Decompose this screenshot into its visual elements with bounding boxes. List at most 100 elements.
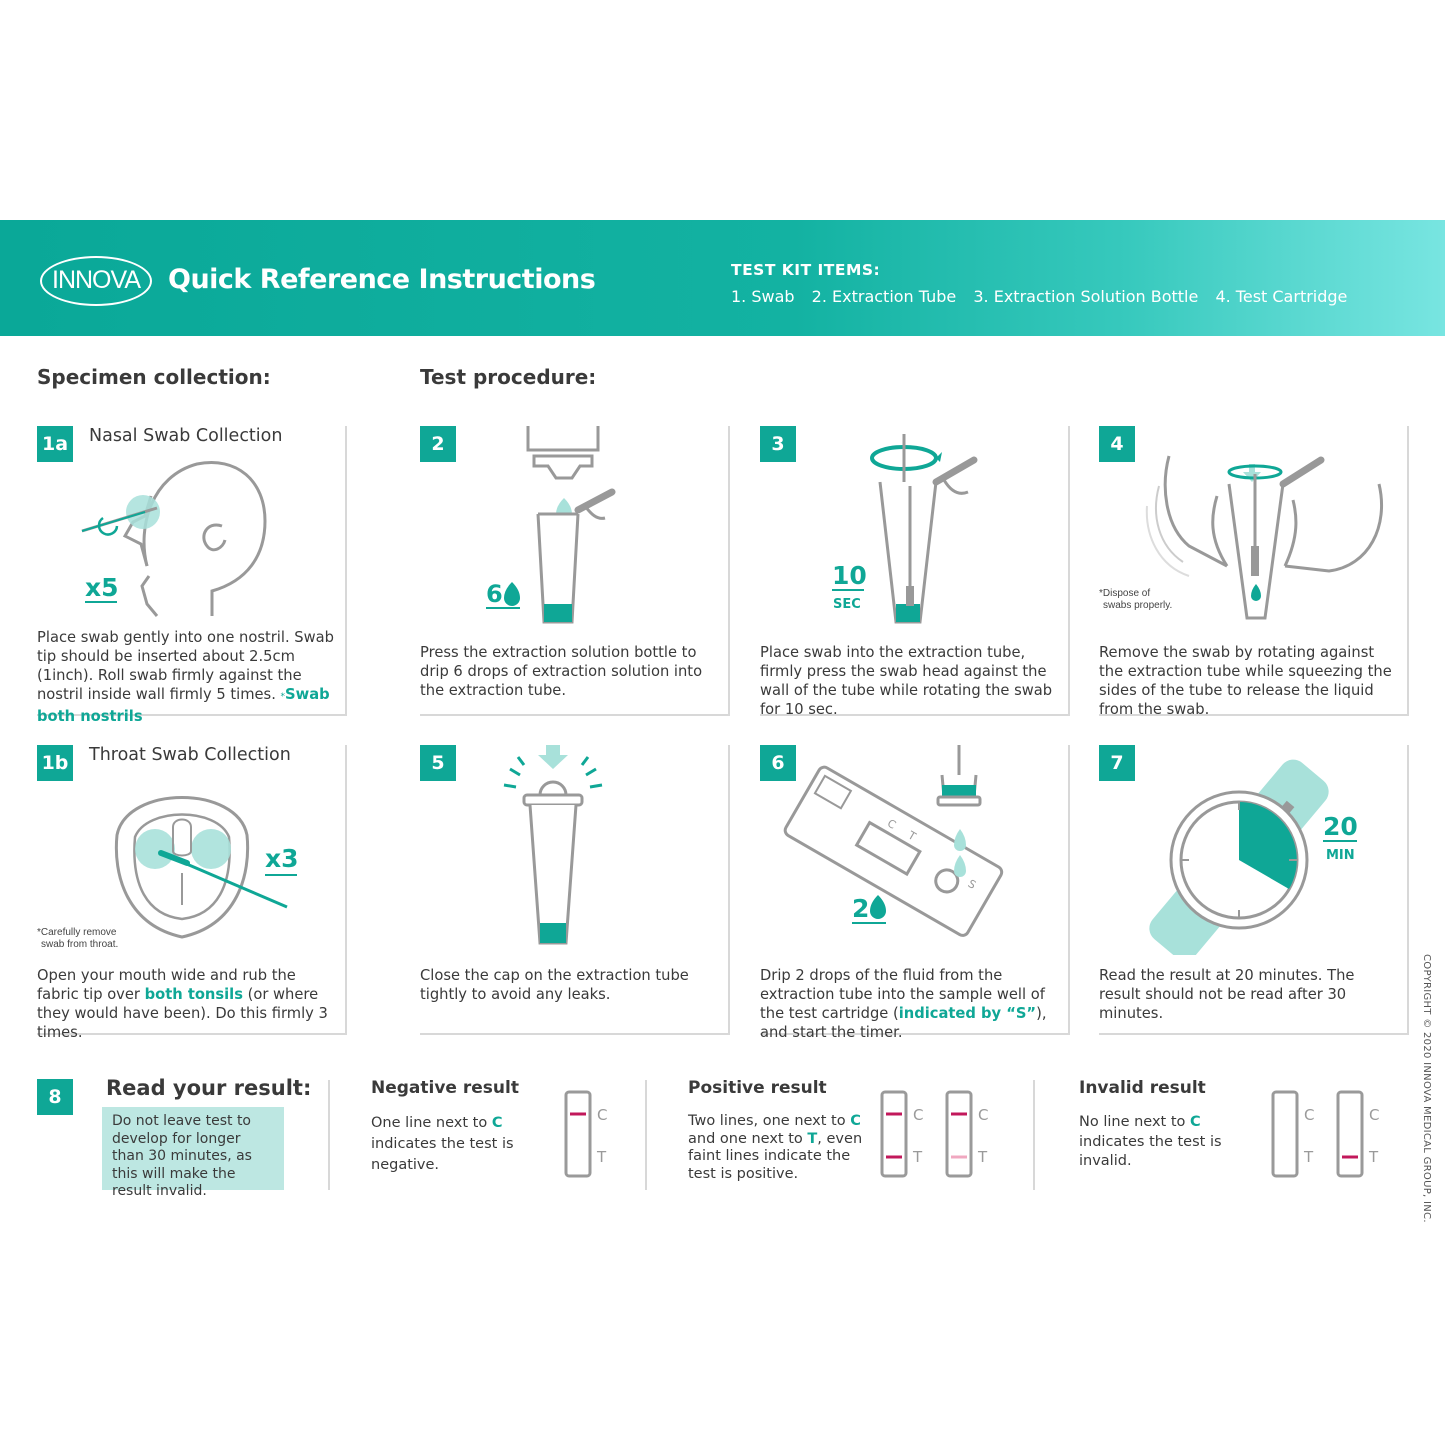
c-letter: C bbox=[1190, 1114, 1201, 1130]
step-description: Close the cap on the extraction tube tig… bbox=[420, 967, 689, 1003]
divider bbox=[645, 1080, 647, 1190]
positive-strip-faint: C T bbox=[945, 1090, 988, 1178]
step-description: Drip 2 drops of the fluid from the extra… bbox=[760, 966, 1060, 1042]
strip-c-label: C bbox=[978, 1106, 988, 1124]
strip-c-label: C bbox=[913, 1106, 923, 1124]
page-title: Quick Reference Instructions bbox=[168, 264, 596, 295]
timer-illustration: 20 MIN bbox=[1149, 759, 1358, 955]
step-highlight: indicated by “S” bbox=[898, 1005, 1037, 1022]
step-description: Remove the swab by rotating against the … bbox=[1099, 644, 1392, 718]
dropper-bottle-illustration: 6 bbox=[486, 426, 616, 624]
drop-icon bbox=[870, 895, 886, 919]
strip-c-label: C bbox=[1304, 1106, 1314, 1124]
result-text: indicates the test is invalid. bbox=[1079, 1133, 1222, 1170]
footnote-mark: * bbox=[280, 692, 286, 702]
test-cartridge-illustration: C T S 2 bbox=[783, 745, 1004, 937]
kit-item: 4. Test Cartridge bbox=[1215, 287, 1348, 306]
step-description: Press the extraction solution bottle to … bbox=[420, 644, 703, 699]
copyright-notice: COPYRIGHT © 2020 INNOVA MEDICAL GROUP, I… bbox=[1421, 954, 1432, 1223]
result-text: One line next to bbox=[371, 1115, 492, 1131]
strip-c-label: C bbox=[597, 1106, 607, 1124]
strip-t-label: T bbox=[1368, 1148, 1379, 1166]
warning-note: Do not leave test to develop for longer … bbox=[102, 1107, 284, 1199]
step-text: (or where they would have been). Do this… bbox=[37, 986, 328, 1041]
positive-heading: Positive result bbox=[688, 1078, 827, 1098]
step-4-card: 4 *Dispose of swabs properly. Remove the… bbox=[1099, 426, 1409, 718]
strip-t-label: T bbox=[596, 1148, 607, 1166]
step-badge: 3 bbox=[760, 426, 796, 462]
throat-note-line2: swab from throat. bbox=[41, 939, 118, 950]
count-label: x5 bbox=[85, 573, 119, 602]
kit-items-heading: TEST KIT ITEMS: bbox=[731, 261, 881, 279]
step-5-card: 5 Close the cap on the extraction tube t… bbox=[420, 745, 730, 1035]
positive-description: Two lines, one next to C and one next to… bbox=[688, 1113, 863, 1183]
procedure-heading: Test procedure: bbox=[420, 365, 597, 389]
dispose-note-line1: *Dispose of bbox=[1099, 588, 1150, 599]
cap-tube-illustration bbox=[503, 745, 603, 945]
invalid-strip-t-only: C T bbox=[1336, 1090, 1379, 1178]
throat-swab-illustration: x3 *Carefully remove swab from throat. bbox=[37, 796, 299, 950]
step-highlight: both tonsils bbox=[144, 986, 243, 1003]
result-text: indicates the test is negative. bbox=[371, 1136, 514, 1173]
result-text: , even faint lines indicate the test is … bbox=[688, 1130, 863, 1182]
step-badge: 4 bbox=[1099, 426, 1135, 462]
kit-item: 3. Extraction Solution Bottle bbox=[973, 287, 1199, 306]
kit-item: 1. Swab bbox=[731, 287, 795, 306]
c-letter: C bbox=[491, 1115, 503, 1131]
throat-note-line1: *Carefully remove bbox=[37, 927, 117, 938]
drop-count: 2 bbox=[852, 894, 869, 923]
invalid-description: No line next to C indicates the test is … bbox=[1079, 1113, 1229, 1172]
step-badge: 7 bbox=[1099, 745, 1135, 781]
dispose-note-line2: swabs properly. bbox=[1103, 600, 1172, 611]
invalid-strip-blank: C T bbox=[1271, 1090, 1314, 1178]
innova-logo: INNOVA bbox=[40, 256, 152, 306]
negative-heading: Negative result bbox=[371, 1078, 519, 1098]
time-unit: MIN bbox=[1326, 848, 1355, 863]
negative-description: One line next to C indicates the test is… bbox=[371, 1113, 521, 1176]
step-badge: 6 bbox=[760, 745, 796, 781]
step-6-card: 6 C T S 2 Drip 2 drops of the fluid from… bbox=[760, 745, 1070, 1041]
strip-t-label: T bbox=[912, 1148, 923, 1166]
specimen-heading: Specimen collection: bbox=[37, 365, 271, 389]
divider bbox=[1033, 1080, 1035, 1190]
divider bbox=[328, 1080, 330, 1190]
strip-c-label: C bbox=[1369, 1106, 1379, 1124]
invalid-heading: Invalid result bbox=[1079, 1078, 1206, 1098]
result-text: No line next to bbox=[1079, 1114, 1191, 1130]
time-unit: SEC bbox=[833, 597, 861, 612]
step-description: Open your mouth wide and rub the fabric … bbox=[37, 966, 337, 1042]
swab-removal-illustration: *Dispose of swabs properly. bbox=[1099, 455, 1384, 620]
step-1b-card: 1b Throat Swab Collection x3 *Carefully … bbox=[37, 745, 347, 1041]
step-description: Place swab into the extraction tube, fir… bbox=[760, 644, 1053, 718]
kit-items-list: 1. Swab 2. Extraction Tube 3. Extraction… bbox=[731, 287, 1359, 306]
step-1a-card: 1a Nasal Swab Collection x5 Place swab g… bbox=[37, 426, 347, 725]
read-result-heading: Read your result: bbox=[106, 1076, 312, 1100]
step-text: ), and start the timer. bbox=[760, 1005, 1047, 1041]
step-description: Place swab gently into one nostril. Swab… bbox=[37, 628, 337, 726]
result-text: Two lines, one next to bbox=[688, 1113, 851, 1129]
t-letter: T bbox=[807, 1130, 818, 1147]
step-highlight: Swab both nostrils bbox=[37, 686, 330, 725]
step-text: Drip 2 drops of the fluid from the extra… bbox=[760, 967, 1045, 1022]
negative-strip: C T bbox=[564, 1090, 607, 1178]
step-description: Read the result at 20 minutes. The resul… bbox=[1099, 967, 1355, 1022]
step-text: Open your mouth wide and rub the fabric … bbox=[37, 967, 296, 1003]
time-value: 20 bbox=[1323, 812, 1358, 841]
step-7-card: 7 20 MIN Read the result at 20 minutes. … bbox=[1099, 745, 1409, 1035]
step-badge: 1b bbox=[37, 745, 73, 781]
step-badge: 5 bbox=[420, 745, 456, 781]
kit-item: 2. Extraction Tube bbox=[811, 287, 957, 306]
count-label: x3 bbox=[265, 844, 299, 873]
step-title: Nasal Swab Collection bbox=[89, 426, 283, 446]
strip-t-label: T bbox=[977, 1148, 988, 1166]
result-text: and one next to bbox=[688, 1130, 808, 1147]
drop-count: 6 bbox=[486, 580, 503, 608]
step-2-card: 2 6 Press the extraction solution bottle… bbox=[420, 426, 730, 716]
c-letter: C bbox=[850, 1113, 861, 1129]
header-banner: INNOVA Quick Reference Instructions TEST… bbox=[0, 220, 1445, 336]
strip-t-label: T bbox=[1303, 1148, 1314, 1166]
step-3-card: 3 10 SEC Place swab into the extraction … bbox=[760, 426, 1070, 718]
drop-icon bbox=[504, 582, 520, 606]
step-title: Throat Swab Collection bbox=[89, 745, 291, 765]
time-value: 10 bbox=[832, 561, 867, 590]
